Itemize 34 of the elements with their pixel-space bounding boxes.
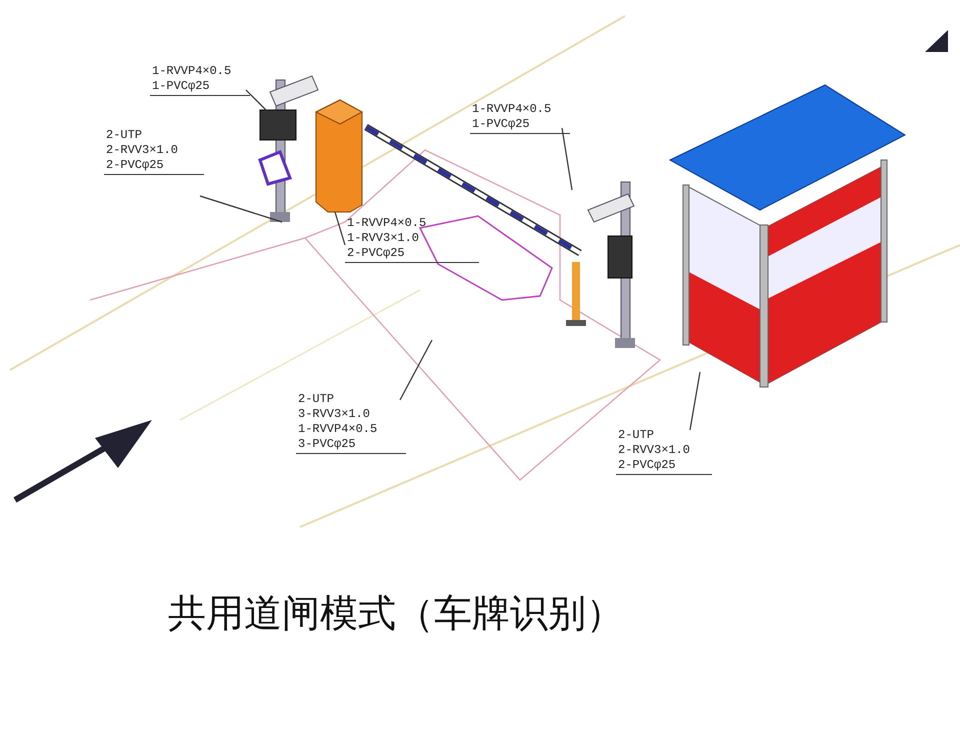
- cable-spec: 1-RVV3×1.0: [347, 231, 420, 246]
- cable-spec: 2-RVV3×1.0: [106, 143, 180, 158]
- barrier-gate-cabinet: [314, 99, 364, 212]
- cable-callout: [345, 216, 479, 263]
- leader-line: [399, 340, 433, 400]
- leader-line: [246, 90, 296, 140]
- cable-spec: 2-PVCφ25: [618, 458, 677, 473]
- cable-spec: 2-UTP: [106, 128, 144, 143]
- cable-callout: [470, 102, 570, 134]
- cable-spec: 1-RVVP4×0.5: [152, 64, 232, 79]
- leader-line: [561, 128, 573, 190]
- camera-pole: [587, 182, 635, 348]
- cable-spec: 2-UTP: [298, 392, 336, 407]
- cable-spec: 2-PVCφ25: [347, 246, 406, 261]
- cable-spec: 3-RVV3×1.0: [298, 407, 372, 422]
- leader-line: [200, 195, 282, 223]
- cable-callout: [616, 428, 712, 475]
- cable-spec: 3-PVCφ25: [298, 437, 357, 452]
- cable-spec: 1-RVVP4×0.5: [347, 216, 428, 231]
- leader-line: [334, 212, 346, 246]
- cable-spec: 1-PVCφ25: [152, 79, 211, 94]
- cable-callout: [150, 64, 250, 96]
- cable-spec: 1-PVCφ25: [472, 117, 531, 132]
- cable-spec: 2-UTP: [618, 428, 656, 443]
- diagram-caption: 共用道闸模式（车牌识别）: [168, 590, 624, 637]
- camera-pole: [258, 75, 319, 222]
- cable-spec: 1-RVVP4×0.5: [472, 102, 552, 117]
- cable-callout: [296, 392, 406, 454]
- cable-spec: 1-RVVP4×0.5: [298, 422, 378, 437]
- cable-spec: 2-RVV3×1.0: [618, 443, 692, 458]
- leader-line: [689, 372, 701, 430]
- cable-callout: [104, 128, 204, 175]
- guard-booth: [668, 84, 906, 388]
- cable-spec: 2-PVCφ25: [106, 158, 165, 173]
